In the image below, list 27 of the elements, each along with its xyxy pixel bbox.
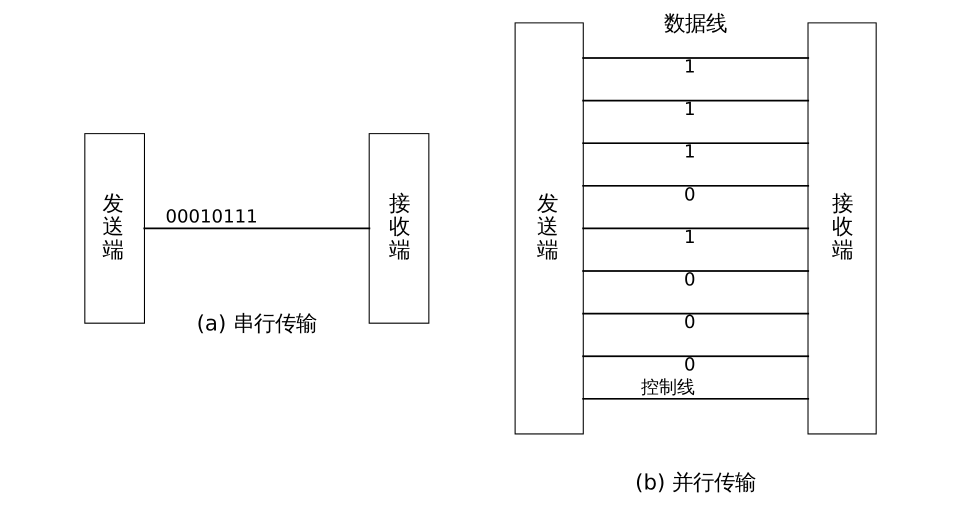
label: (a) 串行传输 bbox=[196, 311, 317, 336]
connector bbox=[582, 354, 809, 357]
connector bbox=[582, 184, 809, 186]
edge-label: 0 bbox=[684, 184, 696, 205]
edge-label: 0 bbox=[684, 312, 696, 333]
label: (b) 并行传输 bbox=[634, 470, 756, 495]
node-box: 发送端 bbox=[514, 22, 584, 434]
edge-label: 1 bbox=[684, 141, 696, 162]
connector bbox=[142, 227, 370, 229]
connector bbox=[582, 270, 809, 272]
edge-label: 1 bbox=[684, 226, 696, 248]
edge-label: 控制线 bbox=[640, 376, 694, 398]
connector bbox=[582, 312, 809, 314]
connector bbox=[582, 99, 809, 101]
edge-label: 1 bbox=[684, 56, 696, 77]
edge-label: 1 bbox=[684, 98, 696, 120]
node-box: 接收端 bbox=[368, 132, 429, 324]
connector bbox=[582, 227, 809, 229]
edge-label: 00010111 bbox=[165, 206, 258, 228]
connector bbox=[582, 397, 809, 400]
connector bbox=[582, 56, 809, 58]
label: 数据线 bbox=[664, 10, 727, 36]
edge-label: 0 bbox=[684, 268, 696, 290]
edge-label: 0 bbox=[684, 354, 696, 376]
node-box: 接收端 bbox=[806, 22, 876, 434]
connector bbox=[582, 142, 809, 144]
node-box: 发送端 bbox=[84, 132, 144, 324]
